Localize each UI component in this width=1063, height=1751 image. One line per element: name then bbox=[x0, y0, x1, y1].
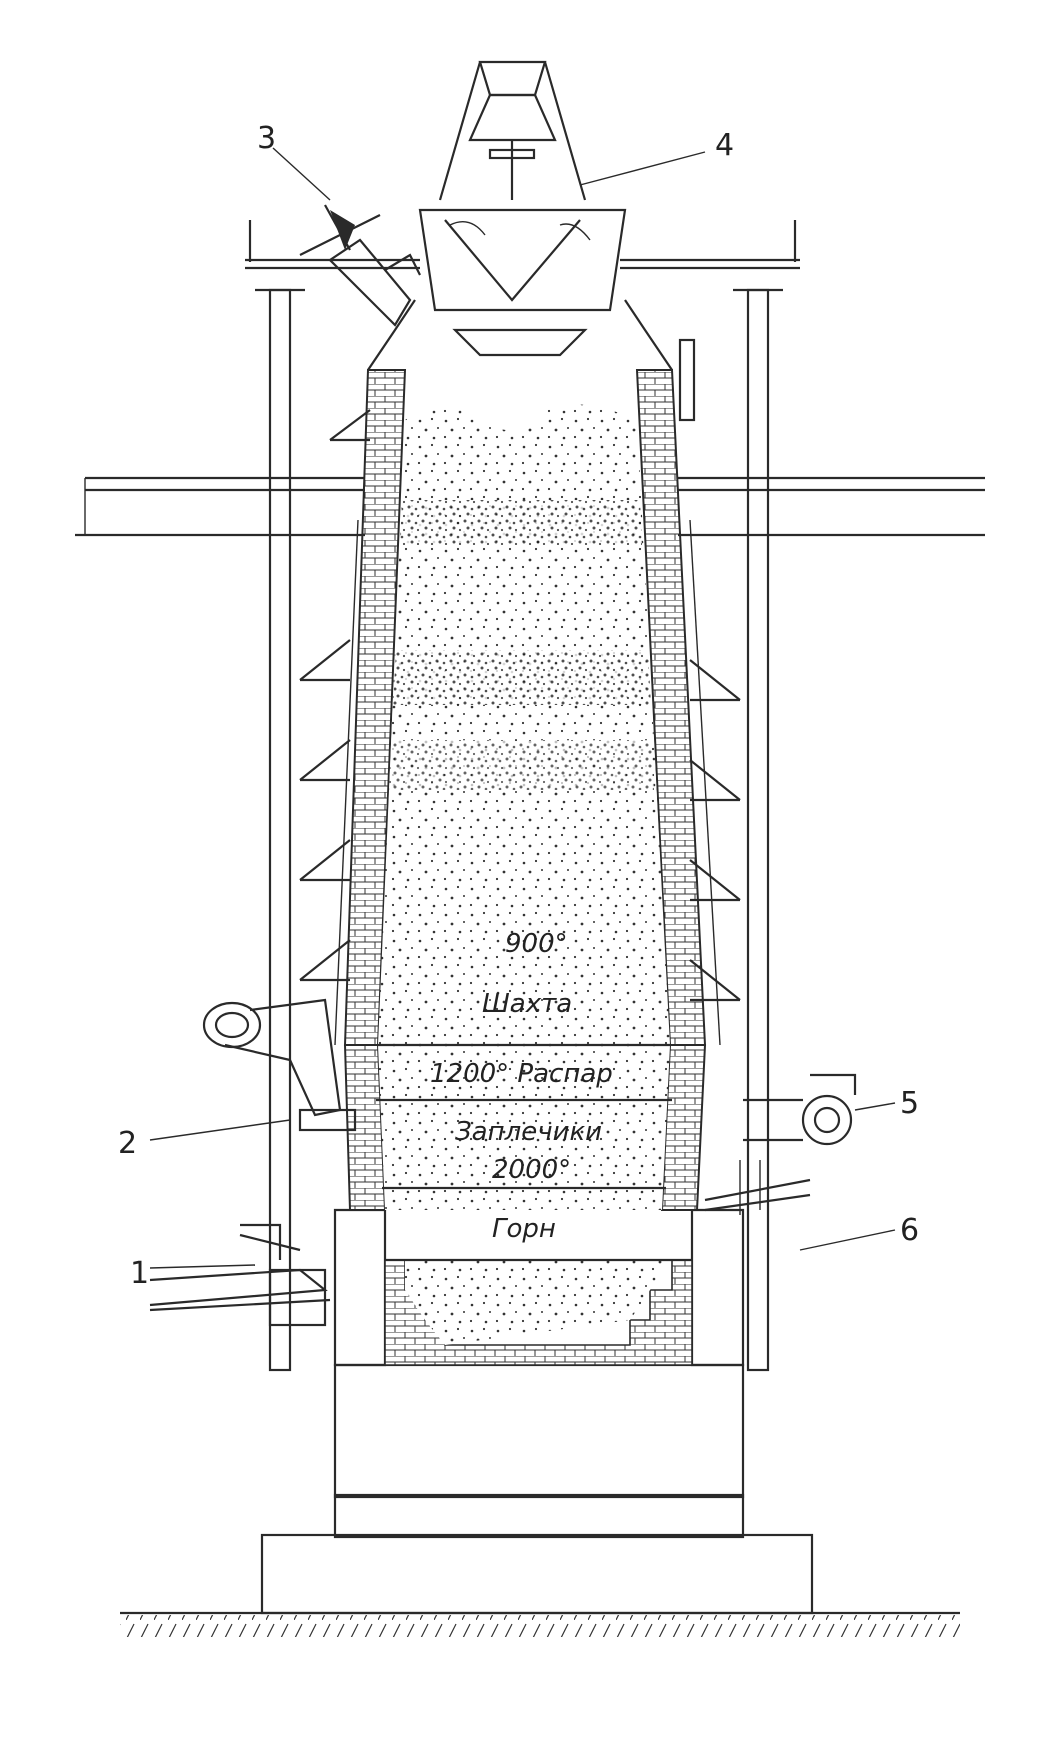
leader-lines bbox=[149, 147, 896, 1269]
zone-temp-bosh: 2000° bbox=[492, 1155, 571, 1185]
callout-4: 4 bbox=[715, 128, 734, 163]
tuyere bbox=[149, 1223, 331, 1327]
callout-6: 6 bbox=[900, 1213, 919, 1248]
callout-3: 3 bbox=[257, 121, 276, 156]
support-columns bbox=[245, 220, 800, 1372]
zone-shaft: Шахта bbox=[482, 989, 572, 1019]
zone-temp-shaft: 900° bbox=[505, 929, 568, 959]
brackets-left bbox=[299, 409, 371, 982]
callout-1: 1 bbox=[130, 1256, 149, 1291]
callout-5: 5 bbox=[900, 1086, 919, 1121]
brackets-right bbox=[678, 338, 741, 1002]
zone-bosh: Заплечики bbox=[455, 1117, 602, 1147]
working-platform bbox=[75, 476, 985, 537]
iron-notch bbox=[704, 1160, 811, 1215]
foundation bbox=[120, 1493, 960, 1637]
hearth-base-masonry bbox=[333, 1208, 745, 1499]
furnace-charge bbox=[378, 404, 672, 1345]
zone-boundaries bbox=[376, 1043, 692, 1262]
furnace-wall-right bbox=[635, 369, 721, 1211]
callout-2: 2 bbox=[118, 1126, 137, 1161]
slag-notch bbox=[743, 1073, 857, 1146]
zone-bosh-belly: 1200° Распар bbox=[430, 1059, 613, 1089]
zone-hearth: Горн bbox=[492, 1214, 556, 1244]
charging-apparatus bbox=[367, 60, 673, 371]
gas-uptake bbox=[299, 204, 421, 327]
hot-blast-pipe bbox=[202, 998, 357, 1132]
